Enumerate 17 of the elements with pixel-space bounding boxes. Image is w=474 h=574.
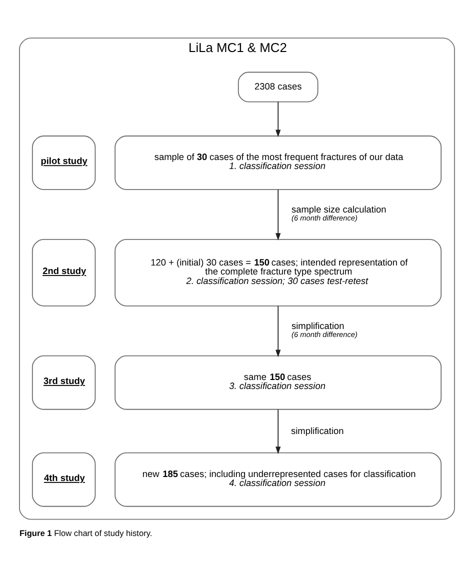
node-box: pilot study	[32, 136, 96, 190]
edge-label: simplification (6 month difference)	[291, 321, 358, 339]
edge-label: simplification	[291, 426, 344, 436]
node-box: 3rd study	[32, 355, 96, 410]
node-box: 120 + (initial) 30 cases = 150 cases; intended representation of the complete fracture type spectrum 2. classification session; 30 cases test-retest	[114, 238, 442, 306]
arrow	[276, 101, 281, 138]
node-box: sample of 30 cases of the most frequent fractures of our data 1. classification session	[114, 136, 442, 190]
edge-label: sample size calculation (6 month difference)	[291, 204, 386, 222]
arrow	[276, 306, 281, 358]
arrow	[276, 189, 281, 240]
caption: Figure 1 Flow chart of study history.	[19, 528, 152, 538]
node-box: 4th study	[32, 452, 96, 507]
node-box: same 150 cases 3. classification session	[114, 355, 442, 410]
node-box: new 185 cases; including underrepresented cases for classification 4. classification session	[114, 452, 442, 507]
arrow	[276, 409, 281, 454]
node-box: 2nd study	[32, 238, 96, 306]
node-box: 2308 cases	[238, 72, 318, 102]
